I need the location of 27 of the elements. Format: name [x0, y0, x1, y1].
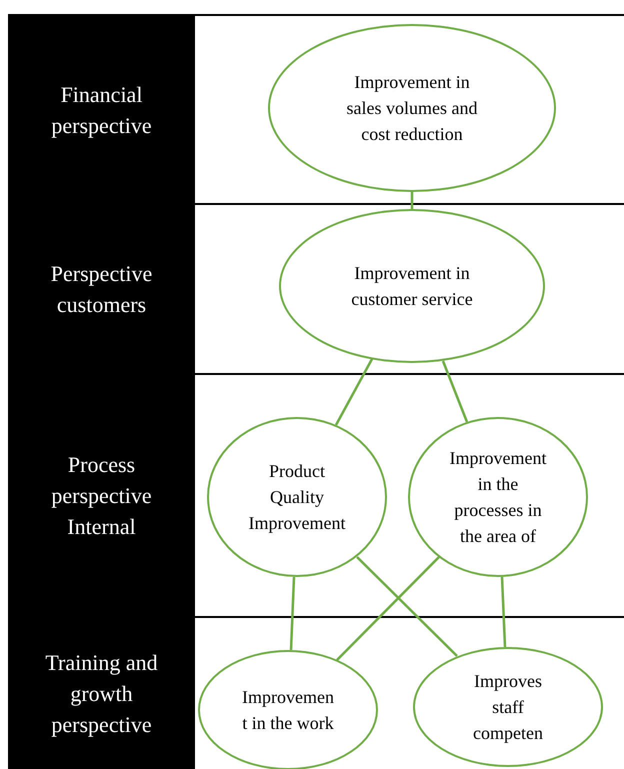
connector-line	[334, 358, 374, 426]
goal-ellipse	[198, 650, 378, 769]
goal-ellipse	[207, 417, 387, 577]
row-heading: Financial perspective	[8, 14, 195, 205]
goal-label: Improvement in sales volumes and cost reduction	[346, 71, 478, 146]
goal-ellipse	[413, 647, 603, 767]
row-heading: Process perspective Internal	[8, 373, 195, 618]
connector-line	[356, 556, 458, 657]
row-heading: Training and growth perspective	[8, 616, 195, 769]
row-heading: Perspective customers	[8, 203, 195, 375]
goal-label: Product Quality Improvement	[248, 460, 346, 535]
goal-label: Improves staff competen	[472, 670, 544, 745]
connector-line	[290, 576, 296, 650]
connector-line	[500, 576, 506, 648]
perspective-band	[8, 14, 624, 203]
perspective-band	[8, 203, 624, 373]
goal-label: Improvement in customer service	[350, 262, 474, 311]
goal-label: Improvement in the processes in the area of	[448, 447, 548, 548]
perspective-band	[8, 616, 624, 769]
perspective-band	[8, 373, 624, 616]
goal-label: Improvement in the work	[242, 686, 334, 735]
connector-line	[410, 192, 414, 209]
goal-ellipse	[268, 24, 556, 192]
goal-ellipse	[408, 417, 588, 577]
connector-line	[442, 360, 468, 422]
goal-ellipse	[279, 209, 545, 363]
connector-line	[336, 556, 440, 661]
